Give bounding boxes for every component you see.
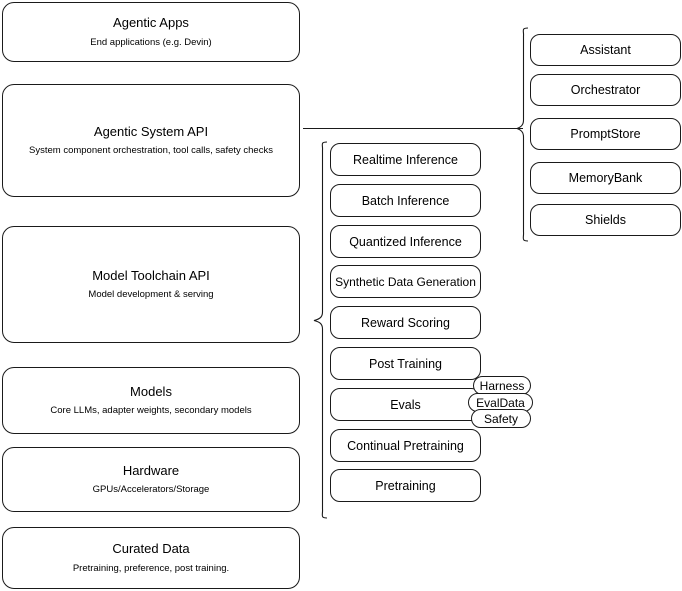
stack-box-agentic-apps[interactable]: Agentic Apps End applications (e.g. Devi…: [2, 2, 300, 62]
stack-box-title: Curated Data: [112, 541, 190, 557]
stack-box-curated-data[interactable]: Curated Data Pretraining, preference, po…: [2, 527, 300, 589]
toolchain-component-post-training[interactable]: Post Training: [330, 347, 481, 380]
stack-box-title: Agentic System API: [93, 123, 209, 139]
stack-box-subtitle: Pretraining, preference, post training.: [72, 562, 230, 574]
toolchain-component-realtime-inference[interactable]: Realtime Inference: [330, 143, 481, 176]
system-component-label: MemoryBank: [568, 171, 643, 185]
stack-box-models[interactable]: Models Core LLMs, adapter weights, secon…: [2, 367, 300, 434]
eval-badge-label: Safety: [483, 411, 519, 426]
system-component-label: Shields: [585, 213, 626, 227]
toolchain-component-label: Reward Scoring: [361, 315, 450, 330]
toolchain-component-label: Evals: [390, 397, 421, 412]
toolchain-component-quantized-inference[interactable]: Quantized Inference: [330, 225, 481, 258]
toolchain-component-label: Pretraining: [375, 478, 436, 493]
eval-badge-evaldata[interactable]: EvalData: [468, 393, 533, 412]
system-component-orchestrator[interactable]: Orchestrator: [530, 74, 681, 106]
system-component-label: Orchestrator: [570, 83, 641, 97]
stack-box-title: Hardware: [122, 462, 180, 478]
toolchain-component-label: Synthetic Data Generation: [335, 274, 476, 289]
system-component-label: PromptStore: [570, 127, 641, 141]
system-component-assistant[interactable]: Assistant: [530, 34, 681, 66]
stack-box-agentic-system-api[interactable]: Agentic System API System component orch…: [2, 84, 300, 197]
stack-box-subtitle: System component orchestration, tool cal…: [29, 145, 273, 157]
toolchain-component-label: Batch Inference: [361, 193, 450, 208]
toolchain-component-continual-pretraining[interactable]: Continual Pretraining: [330, 429, 481, 462]
stack-box-hardware[interactable]: Hardware GPUs/Accelerators/Storage: [2, 447, 300, 512]
stack-box-title: Models: [130, 383, 172, 399]
stack-box-subtitle: GPUs/Accelerators/Storage: [92, 484, 210, 496]
stack-box-subtitle: Model development & serving: [88, 289, 214, 301]
stack-box-subtitle: End applications (e.g. Devin): [90, 36, 212, 48]
eval-badge-label: Harness: [479, 378, 525, 393]
system-component-label: Assistant: [580, 43, 631, 57]
eval-badge-safety[interactable]: Safety: [471, 409, 531, 428]
toolchain-component-synthetic-data-generation[interactable]: Synthetic Data Generation: [330, 265, 481, 298]
system-component-promptstore[interactable]: PromptStore: [530, 118, 681, 150]
toolchain-component-evals[interactable]: Evals: [330, 388, 481, 421]
stack-box-title: Model Toolchain API: [92, 267, 210, 283]
toolchain-component-label: Continual Pretraining: [347, 438, 464, 453]
stack-box-title: Agentic Apps: [113, 15, 189, 31]
toolchain-component-reward-scoring[interactable]: Reward Scoring: [330, 306, 481, 339]
toolchain-component-label: Realtime Inference: [353, 152, 458, 167]
eval-badge-label: EvalData: [476, 395, 525, 410]
stack-box-model-toolchain-api[interactable]: Model Toolchain API Model development & …: [2, 226, 300, 343]
system-component-memorybank[interactable]: MemoryBank: [530, 162, 681, 194]
toolchain-component-pretraining[interactable]: Pretraining: [330, 469, 481, 502]
stack-box-subtitle: Core LLMs, adapter weights, secondary mo…: [50, 405, 252, 417]
system-component-shields[interactable]: Shields: [530, 204, 681, 236]
brace-system-components: [515, 27, 529, 242]
toolchain-component-batch-inference[interactable]: Batch Inference: [330, 184, 481, 217]
brace-toolchain-components: [313, 141, 328, 519]
toolchain-component-label: Post Training: [369, 356, 442, 371]
toolchain-component-label: Quantized Inference: [349, 234, 462, 249]
